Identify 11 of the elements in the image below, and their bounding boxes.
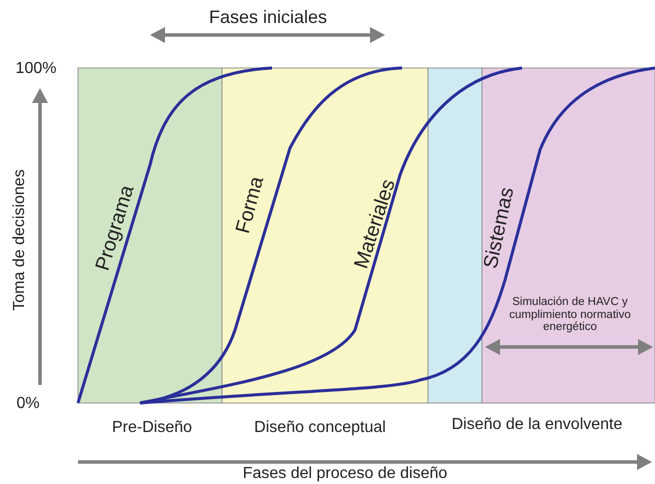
axis-tick-label: 100% (16, 60, 56, 78)
phase-label: Diseño de la envolvente (452, 416, 622, 434)
span-label: Fases iniciales (208, 8, 328, 28)
axis-title: Toma de decisiones (11, 169, 29, 311)
note-text: Simulación de HAVC y cumplimiento normativo energético (508, 296, 632, 334)
axis-tick-label: 0% (16, 395, 40, 413)
curve-label: Sistemas (480, 185, 518, 271)
phase-label: Diseño conceptual (254, 419, 386, 437)
phase-label: Pre-Diseño (112, 419, 192, 437)
axis-title: Fases del proceso de diseño (242, 465, 448, 483)
curve-label: Forma (232, 174, 268, 236)
